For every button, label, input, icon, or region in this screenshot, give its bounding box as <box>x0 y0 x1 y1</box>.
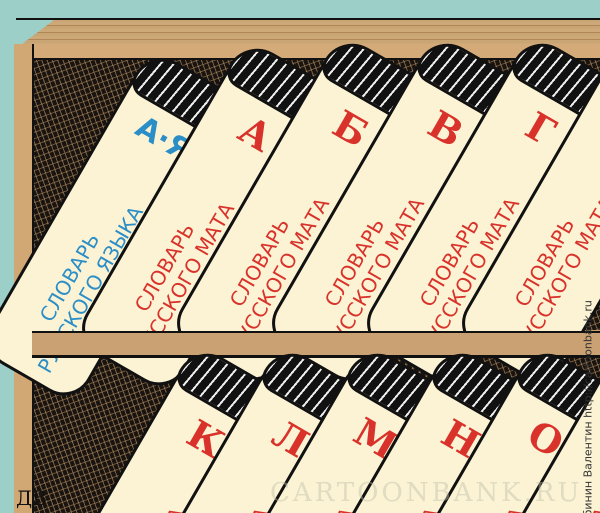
bookshelf-front-edge <box>14 44 600 60</box>
shelf-divider <box>32 331 600 358</box>
watermark: CARTOONBANK.RU <box>270 478 583 508</box>
artist-credit: Дубинин Валентин http://cartoonbank.ru <box>581 300 595 513</box>
artist-signature: ДВ <box>16 486 47 510</box>
